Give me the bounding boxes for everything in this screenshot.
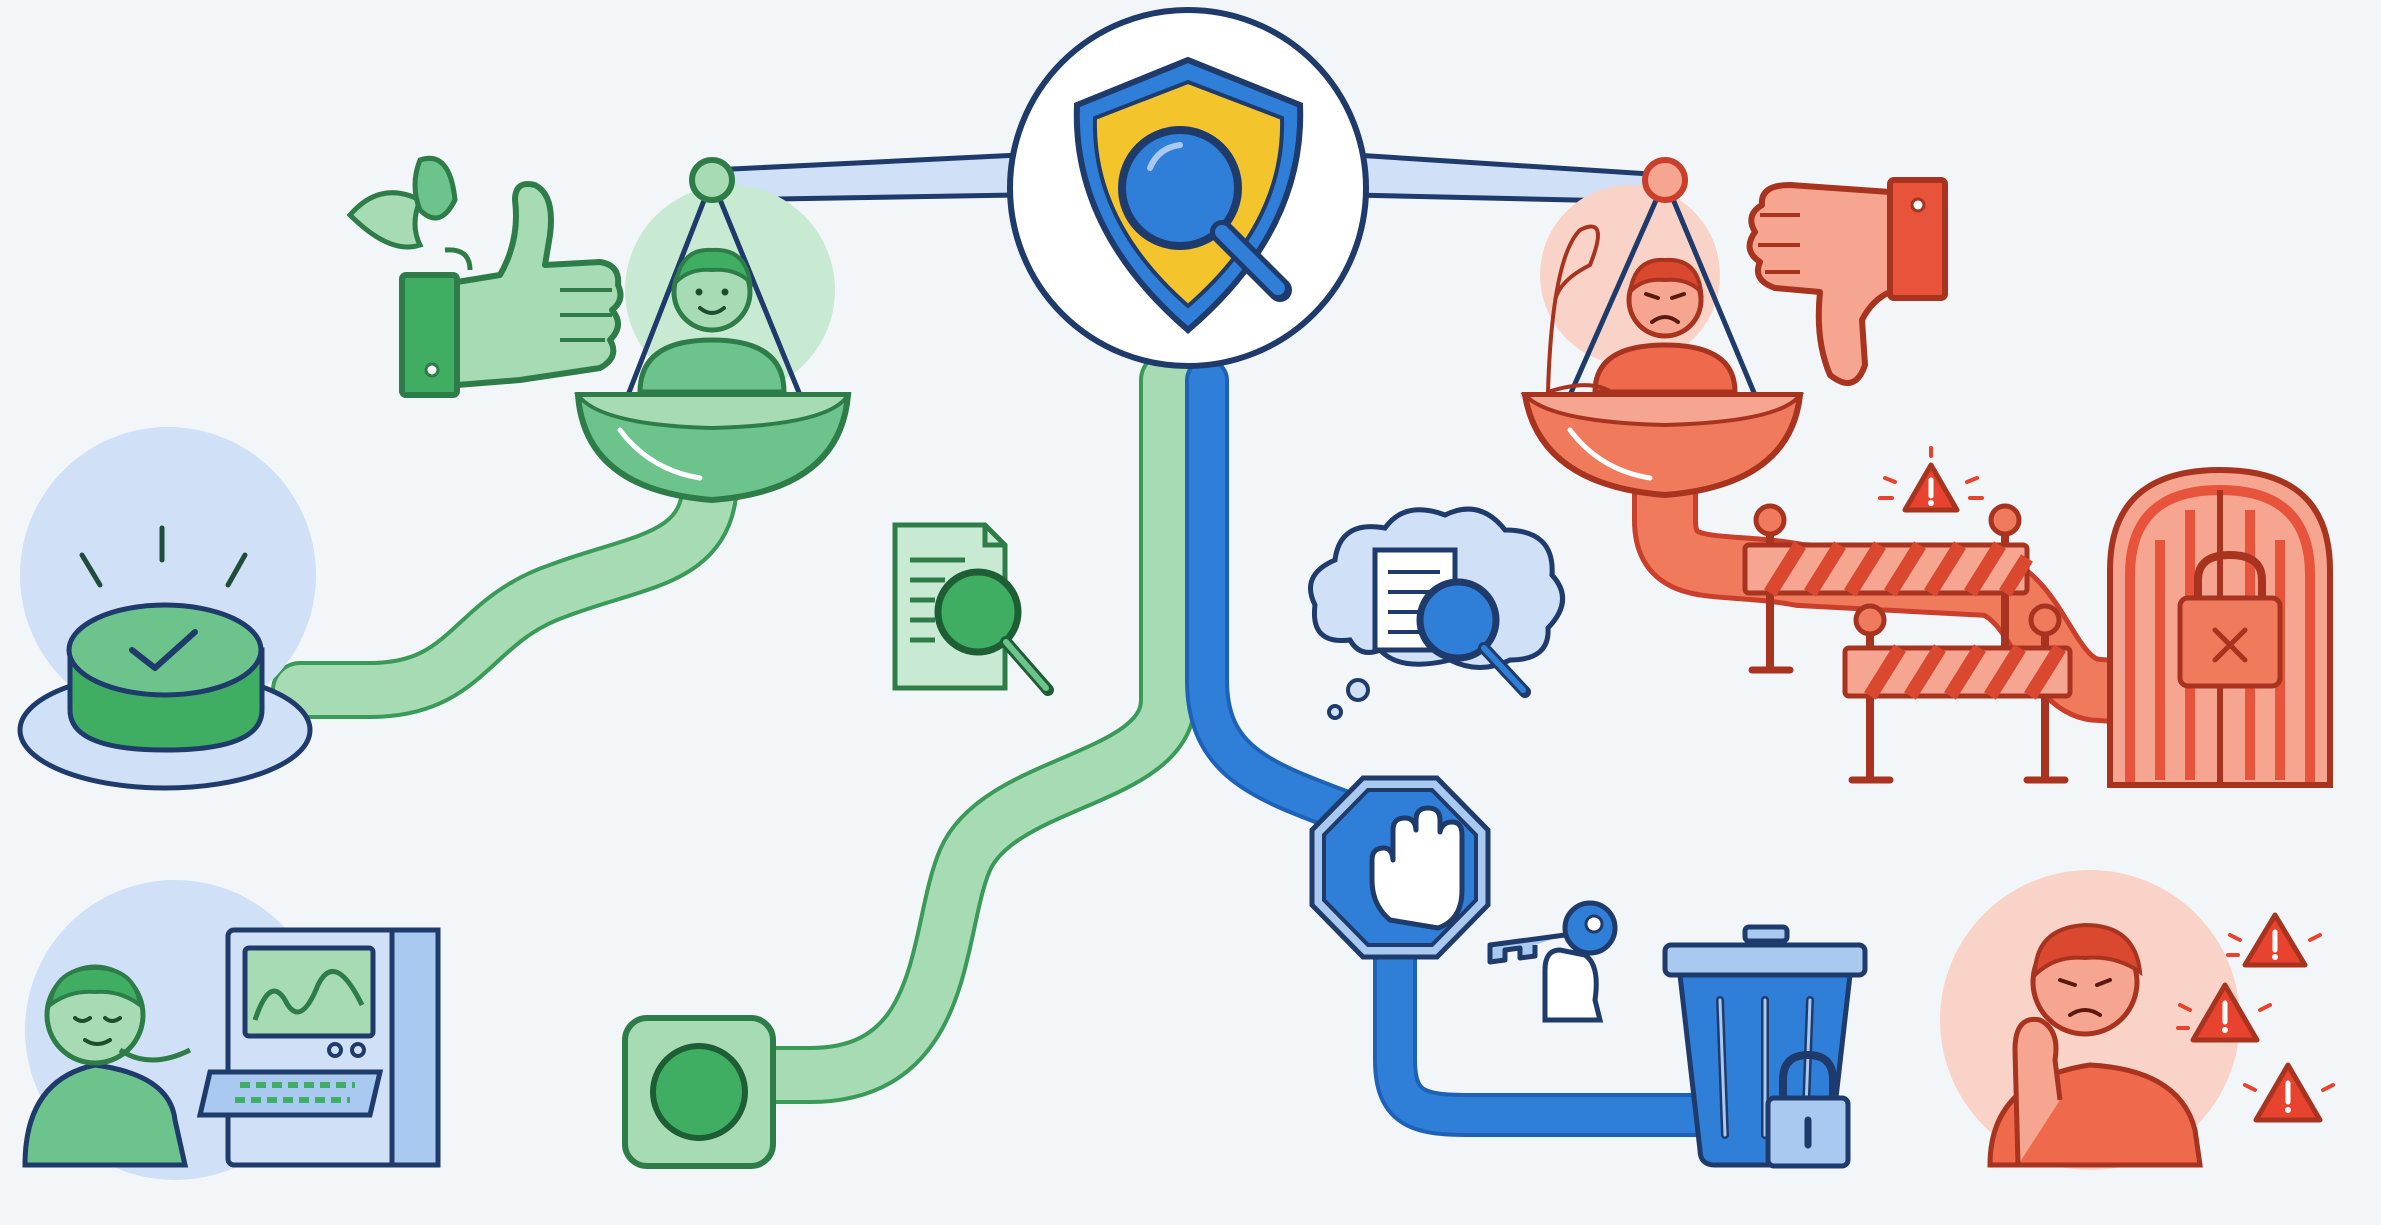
right-scale-pan (1520, 157, 1804, 499)
stressed-person-icon (1940, 870, 2335, 1170)
green-start-node-icon (622, 1015, 776, 1169)
padlock-icon (1765, 1050, 1851, 1169)
thought-bubble-search-icon (1308, 506, 1566, 720)
blue-path-to-trash (1373, 908, 1722, 1137)
smiling-person-icon (637, 247, 787, 395)
key-icon (1487, 900, 1618, 1023)
thumbs-up-icon (346, 156, 624, 398)
green-path-to-button (271, 451, 739, 719)
left-pivot (689, 157, 735, 203)
right-pivot (1642, 157, 1688, 203)
roadblock-barrier-icon (1742, 503, 2073, 784)
locked-gate-icon (2107, 466, 2333, 788)
warning-triangle-icon-1 (2226, 912, 2322, 968)
thumbs-down-icon (1746, 177, 1948, 386)
shield-magnifier-icon (1007, 7, 1369, 369)
green-path-to-start-node (731, 351, 1197, 1104)
left-scale-pan (574, 157, 852, 504)
blue-path-to-stop (1185, 358, 1362, 832)
warning-triangle-icon (1878, 446, 1984, 513)
frowning-person-icon (1592, 257, 1738, 395)
stop-hand-sign-icon (1309, 775, 1491, 960)
relaxed-person-at-terminal-icon (22, 880, 441, 1180)
confirm-button-icon (17, 427, 316, 791)
warning-triangle-icon-3 (2243, 1062, 2335, 1123)
barrier-front (1842, 603, 2073, 784)
barrier-back (1742, 503, 2033, 674)
warning-triangle-icon-2 (2176, 982, 2272, 1043)
document-search-icon (892, 522, 1054, 696)
